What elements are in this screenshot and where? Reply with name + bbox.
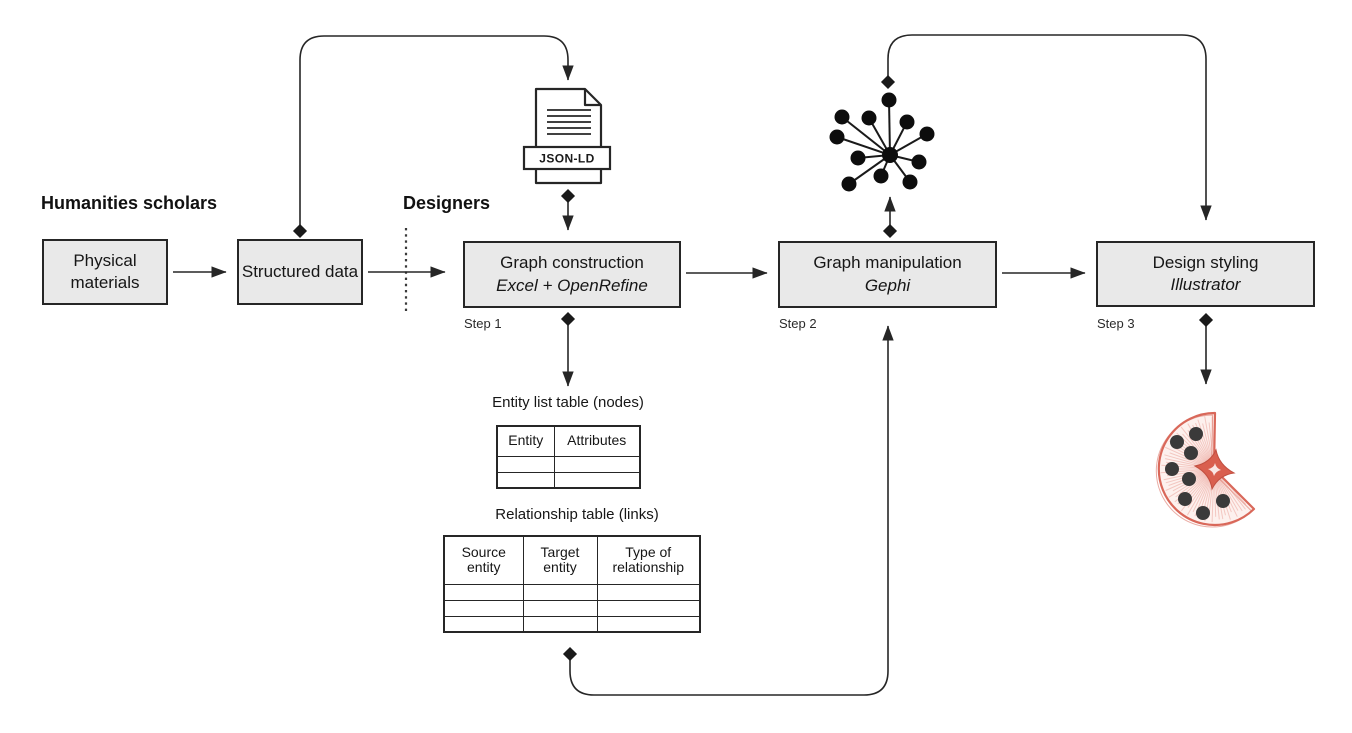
- relationship-table-header-type: Type of relationship: [596, 535, 701, 585]
- jsonld-banner: [522, 145, 612, 171]
- node-tool: Illustrator: [1170, 275, 1241, 294]
- styled-network-nodes: [1165, 427, 1230, 520]
- node-tool: Excel + OpenRefine: [496, 275, 648, 295]
- entity-table-caption: Entity list table (nodes): [492, 394, 644, 411]
- node-design-styling: Design styling Illustrator: [1096, 241, 1315, 307]
- table-row: [443, 599, 701, 617]
- arrow-structured-to-jsonld: [292, 35, 574, 239]
- jsonld-document-icon: JSON-LD: [522, 87, 612, 185]
- step-label-3: Step 3: [1097, 316, 1135, 331]
- group-label-humanities-scholars: Humanities scholars: [41, 193, 218, 213]
- styled-network-icon: [1155, 411, 1256, 528]
- table-row: [443, 615, 701, 633]
- arrow-relationship-table-to-manipulation: [562, 325, 894, 696]
- table-row: [443, 583, 701, 601]
- group-label-designers: Designers: [403, 193, 491, 213]
- node-graph-manipulation: Graph manipulation Gephi: [778, 241, 997, 308]
- node-tool: Gephi: [864, 275, 911, 295]
- step-label-1: Step 1: [464, 316, 502, 331]
- node-graph-construction: Graph construction Excel + OpenRefine: [463, 241, 681, 308]
- entity-table-header-attributes: Attributes: [553, 425, 641, 457]
- node-title: Design styling: [1152, 252, 1259, 272]
- entity-list-table: Entity Attributes: [496, 425, 641, 489]
- jsonld-banner-label: JSON-LD: [539, 152, 594, 166]
- node-structured-data: Structured data: [237, 239, 363, 305]
- relationship-table-header-target: Target entity: [522, 535, 598, 585]
- table-row: [496, 455, 641, 473]
- node-physical-materials: Physical materials: [42, 239, 168, 305]
- step-label-2: Step 2: [779, 316, 817, 331]
- relationship-table-header-source: Source entity: [443, 535, 524, 585]
- relationship-table: Source entity Target entity Type of rela…: [443, 535, 701, 633]
- entity-table-header-entity: Entity: [496, 425, 555, 457]
- network-graph-icon: [829, 92, 935, 192]
- node-label: Physical materials: [70, 250, 140, 292]
- node-label: Structured data: [241, 261, 359, 281]
- node-title: Graph manipulation: [813, 253, 962, 273]
- node-title: Graph construction: [500, 253, 644, 273]
- document-text-lines: [547, 109, 591, 135]
- table-row: [496, 471, 641, 489]
- arrow-network-to-styling: [880, 34, 1212, 221]
- relationship-table-caption: Relationship table (links): [495, 506, 659, 523]
